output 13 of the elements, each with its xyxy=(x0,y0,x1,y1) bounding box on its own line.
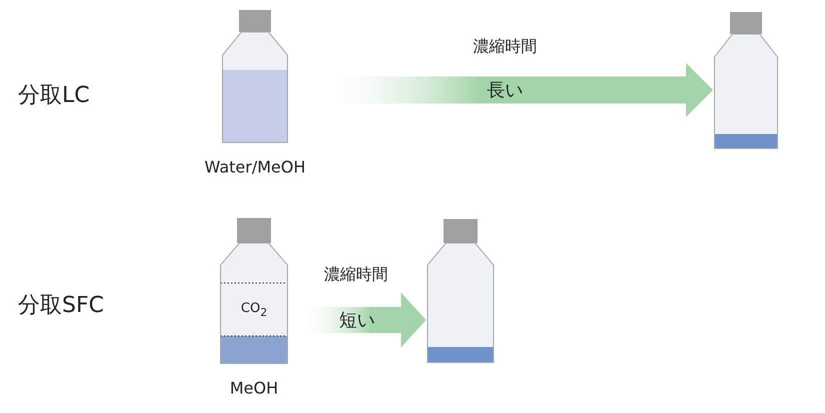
method-label: 分取SFC xyxy=(18,292,104,320)
bottle xyxy=(222,10,288,143)
bottle xyxy=(220,218,288,364)
solvent-label: MeOH xyxy=(230,378,278,398)
method-label: 分取LC xyxy=(18,82,90,110)
solvent-label: Water/MeOH xyxy=(204,158,306,176)
bottle xyxy=(714,12,778,149)
edge-label: 長い xyxy=(487,79,523,102)
time-label: 濃縮時間 xyxy=(473,36,537,58)
gas-label: CO$_{2}$ xyxy=(240,300,268,318)
time-label: 濃縮時間 xyxy=(324,264,388,286)
edge-label: 短い xyxy=(339,309,375,332)
bottle xyxy=(427,219,494,363)
